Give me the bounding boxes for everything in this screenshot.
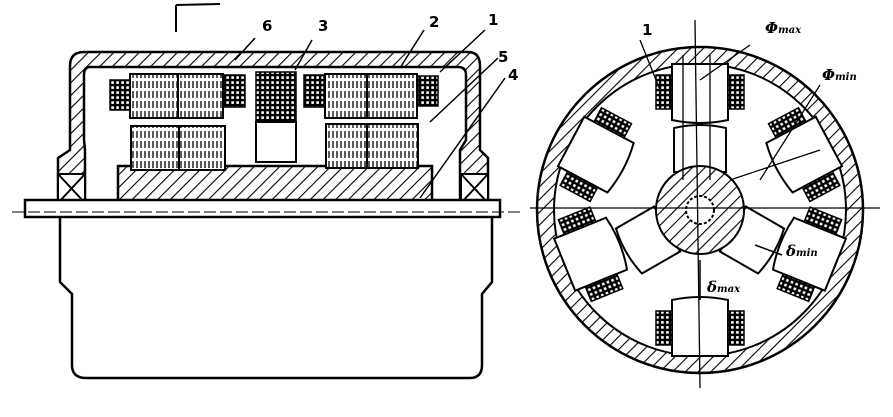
phi-min-subscript: min [835,72,857,83]
section-mark [175,3,221,32]
delta-min-label: δmin [785,242,818,260]
coil [417,75,439,107]
rotor [116,164,434,204]
bearing-left [57,173,86,204]
leader-line [639,39,661,91]
coil [109,79,131,111]
label-2: 2 [429,13,439,31]
phi-max-label: Φmax [765,19,802,37]
shaft [23,198,502,219]
stator-stack [177,73,224,119]
phi-max-subscript: max [778,25,802,36]
delta-min-subscript: min [796,248,818,259]
flux-lines [682,44,821,181]
delta-min-symbol: δ [785,242,796,260]
gap-arrows [699,244,783,300]
rotor-stack [178,125,226,171]
core [255,121,297,163]
end-label-1: 1 [642,21,652,39]
coil [303,74,325,108]
phi-min-label: Φmin [822,66,857,84]
shaft-end [685,195,715,225]
delta-max-subscript: max [717,284,741,295]
rotor-stack [130,125,180,171]
housing-outline [58,217,494,380]
delta-max-symbol: δ [706,278,717,296]
stator-stack [366,73,418,119]
rotor-end [612,124,788,277]
end-view: 1 Φmax Φmin δmin δmax [530,19,880,389]
vertical-axis [694,19,701,389]
delta-max-label: δmax [706,278,741,296]
phi-max-symbol: Φ [765,19,778,37]
label-6: 6 [262,17,272,35]
rotor-stack [366,123,419,169]
excitation-coil [255,71,297,123]
coil [223,74,246,108]
label-5: 5 [498,48,508,66]
leader-lines [234,29,506,199]
stator-stack [129,73,179,119]
side-section-view: 6 3 2 1 5 4 [12,3,520,380]
phi-min-symbol: Φ [822,66,835,84]
stator-stack [324,73,368,119]
label-4: 4 [508,66,518,84]
bearing-right [460,173,489,204]
rotor-stack [325,123,368,169]
label-3: 3 [318,17,328,35]
label-1: 1 [488,11,498,29]
